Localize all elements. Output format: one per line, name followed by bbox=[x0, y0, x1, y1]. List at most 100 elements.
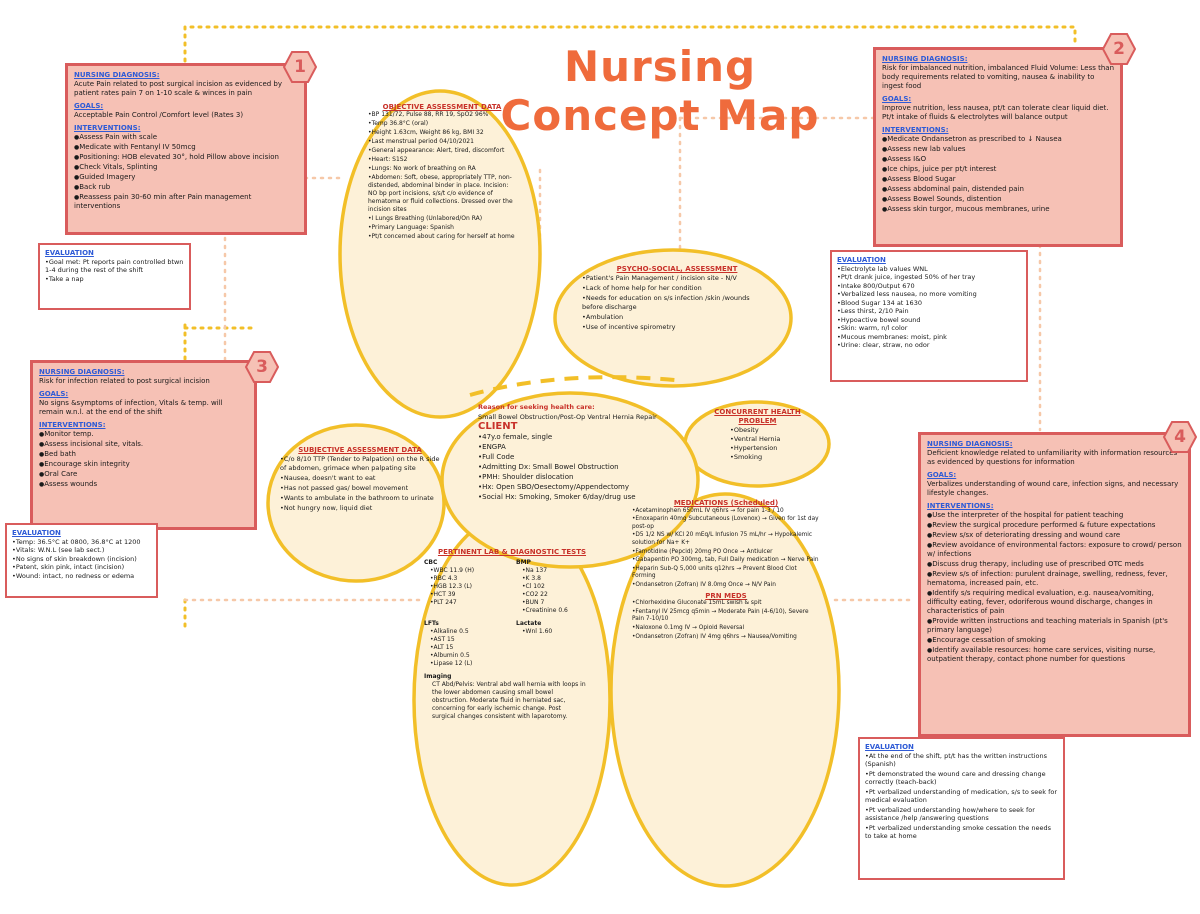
med-item: Gabapentin PO 300mg, tab, Full Daily med… bbox=[632, 557, 820, 565]
lfts-item: Alkaline 0.5 bbox=[430, 628, 508, 636]
dx1-intervention: Medicate with Fentanyl IV 50mcg bbox=[74, 143, 298, 152]
client-item: Hx: Open SBO/Oesectomy/Appendectomy bbox=[478, 482, 674, 492]
dx1-intervention: Check Vitals, Splinting bbox=[74, 163, 298, 172]
med-item: Ondansetron (Zofran) IV 8.0mg Once → N/V… bbox=[632, 582, 820, 590]
dx2-intervention: Assess skin turgor, mucous membranes, ur… bbox=[882, 205, 1114, 214]
dx3-intervention: Bed bath bbox=[39, 450, 248, 459]
objective-item: BP 131/72, Pulse 88, RR 19, SpO2 96% bbox=[368, 111, 516, 119]
client-title: CLIENT bbox=[478, 421, 518, 432]
dx2-goals: Improve nutrition, less nausea, pt/t can… bbox=[882, 104, 1109, 121]
dx3-interventions-label: INTERVENTIONS: bbox=[39, 421, 106, 429]
client-item: Full Code bbox=[478, 452, 674, 462]
imaging-label: Imaging bbox=[424, 673, 452, 680]
concurrent-item: Smoking bbox=[730, 453, 815, 462]
objective-item: Last menstrual period 04/10/2021 bbox=[368, 138, 516, 146]
dx4-evaluation-item: Pt verbalized understanding of medicatio… bbox=[865, 788, 1058, 805]
cbc-item: WBC 11.9 (H) bbox=[430, 567, 508, 575]
concurrent-item: Hypertension bbox=[730, 444, 815, 453]
number-3-label: 3 bbox=[256, 357, 268, 377]
dx4-interventions-label: INTERVENTIONS: bbox=[927, 502, 994, 510]
subjective-content: SUBJECTIVE ASSESSMENT DATA C/o 8/10 TTP … bbox=[280, 446, 440, 556]
dx1-goals: Acceptable Pain Control /Comfort level (… bbox=[74, 111, 244, 119]
psych-item: Ambulation bbox=[582, 313, 772, 322]
dx2-evaluation-item: Pt/t drank juice, ingested 50% of her tr… bbox=[837, 273, 1021, 282]
imaging-text: CT Abd/Pelvis: Ventral abd wall hernia w… bbox=[432, 681, 586, 720]
dx4-intervention: Provide written instructions and teachin… bbox=[927, 617, 1182, 635]
subjective-item: Wants to ambulate in the bathroom to uri… bbox=[280, 494, 440, 503]
dx1-intervention: Assess Pain with scale bbox=[74, 133, 298, 142]
labs-title: PERTINENT LAB & DIAGNOSTIC TESTS bbox=[437, 548, 587, 556]
concurrent-item: Ventral Hernia bbox=[730, 435, 815, 444]
dx2-intervention: Medicate Ondansetron as prescribed to ↓ … bbox=[882, 135, 1114, 144]
client-content: Reason for seeking health care: Small Bo… bbox=[478, 402, 674, 552]
dx4-evaluation-item: At the end of the shift, pt/t has the wr… bbox=[865, 752, 1058, 769]
psych-title: PSYCHO-SOCIAL, ASSESSMENT bbox=[616, 265, 738, 273]
dx3-evaluation-label: EVALUATION bbox=[12, 529, 61, 537]
objective-assessment-content: OBJECTIVE ASSESSMENT DATA BP 131/72, Pul… bbox=[368, 103, 516, 403]
bmp-item: Na 137 bbox=[522, 567, 600, 575]
subjective-item: C/o 8/10 TTP (Tender to Palpation) on th… bbox=[280, 455, 440, 473]
dx3-intervention: Monitor temp. bbox=[39, 430, 248, 439]
nursing-diagnosis-2-box: NURSING DIAGNOSIS: Risk for imbalanced n… bbox=[873, 47, 1123, 247]
objective-item: Lungs: No work of breathing on RA bbox=[368, 165, 516, 173]
client-dashed-arc bbox=[469, 375, 676, 397]
prn-item: Chlorhexidine Gluconate 15mL swish & spi… bbox=[632, 600, 820, 608]
dx4-evaluation-item: Pt verbalized understanding smoke cessat… bbox=[865, 824, 1058, 841]
objective-item: Primary Language: Spanish bbox=[368, 224, 516, 232]
dx4-intervention: Review avoidance of environmental factor… bbox=[927, 541, 1182, 559]
client-item: Admitting Dx: Small Bowel Obstruction bbox=[478, 462, 674, 472]
number-badge-4: 4 bbox=[1162, 420, 1198, 454]
psych-item: Needs for education on s/s infection /sk… bbox=[582, 294, 772, 312]
psych-item: Lack of home help for her condition bbox=[582, 284, 772, 293]
nursing-diagnosis-3-box: NURSING DIAGNOSIS: Risk for infection re… bbox=[30, 360, 257, 530]
dx3-diagnosis-label: NURSING DIAGNOSIS: bbox=[39, 368, 125, 376]
dx1-evaluation-item: Take a nap bbox=[45, 275, 184, 284]
concurrent-item: Obesity bbox=[730, 426, 815, 435]
number-2-label: 2 bbox=[1113, 39, 1125, 59]
dx2-intervention: Ice chips, juice per pt/t interest bbox=[882, 165, 1114, 174]
dx2-evaluation-item: Verbalized less nausea, no more vomiting bbox=[837, 290, 1021, 299]
client-item: Social Hx: Smoking, Smoker 6/day/drug us… bbox=[478, 492, 674, 502]
psychosocial-content: PSYCHO-SOCIAL, ASSESSMENT Patient's Pain… bbox=[582, 265, 772, 375]
dx2-goals-label: GOALS: bbox=[882, 95, 912, 103]
prn-label: PRN MEDS bbox=[705, 591, 747, 600]
dx3-evaluation-item: Vitals: W.N.L (see lab sect.) bbox=[12, 546, 151, 555]
lfts-item: ALT 15 bbox=[430, 644, 508, 652]
lfts-item: AST 15 bbox=[430, 636, 508, 644]
dx1-evaluation-label: EVALUATION bbox=[45, 249, 94, 257]
dx3-evaluation-item: Patent, skin pink, intact (incision) bbox=[12, 563, 151, 572]
bmp-item: Cl 102 bbox=[522, 583, 600, 591]
bmp-item: Creatinine 0.6 bbox=[522, 607, 600, 615]
dx4-intervention: Identify s/s requiring medical evaluatio… bbox=[927, 589, 1182, 616]
number-1-label: 1 bbox=[294, 57, 306, 77]
nursing-diagnosis-1-box: NURSING DIAGNOSIS: Acute Pain related to… bbox=[65, 63, 307, 235]
dx3-goals: No signs &symptoms of infection, Vitals … bbox=[39, 399, 223, 416]
dx2-intervention: Assess Blood Sugar bbox=[882, 175, 1114, 184]
client-reason: Small Bowel Obstruction/Post-Op Ventral … bbox=[478, 413, 657, 421]
client-item: ENGPA bbox=[478, 442, 674, 452]
dx2-evaluation-label: EVALUATION bbox=[837, 256, 886, 264]
dx4-intervention: Discuss drug therapy, including use of p… bbox=[927, 560, 1182, 569]
med-item: Heparin Sub-Q 5,000 units q12hrs → Preve… bbox=[632, 566, 820, 581]
dx2-intervention: Assess abdominal pain, distended pain bbox=[882, 185, 1114, 194]
dx4-intervention: Identify available resources: home care … bbox=[927, 646, 1182, 664]
lfts-item: Albumin 0.5 bbox=[430, 652, 508, 660]
lfts-label: LFTs bbox=[424, 620, 439, 627]
med-item: D5 1/2 NS w/ KCl 20 mEq/L Infusion 75 mL… bbox=[632, 532, 820, 547]
meds-title: MEDICATIONS (Scheduled) bbox=[673, 499, 779, 507]
dx2-intervention: Assess Bowel Sounds, distention bbox=[882, 195, 1114, 204]
bmp-item: BUN 7 bbox=[522, 599, 600, 607]
dx2-evaluation-item: Hypoactive bowel sound bbox=[837, 316, 1021, 325]
subjective-title: SUBJECTIVE ASSESSMENT DATA bbox=[298, 446, 422, 454]
dx2-evaluation-item: Electrolyte lab values WNL bbox=[837, 265, 1021, 274]
dx2-interventions-list: Medicate Ondansetron as prescribed to ↓ … bbox=[882, 135, 1114, 214]
dx1-interventions-label: INTERVENTIONS: bbox=[74, 124, 141, 132]
dx1-goals-label: GOALS: bbox=[74, 102, 104, 110]
objective-item: I Lungs Breathing (Unlabored/On RA) bbox=[368, 215, 516, 223]
dx1-intervention: Reassess pain 30-60 min after Pain manag… bbox=[74, 193, 298, 211]
dx3-diagnosis: Risk for infection related to post surgi… bbox=[39, 377, 210, 385]
objective-item: Height 1.63cm, Weight 86 kg, BMI 32 bbox=[368, 129, 516, 137]
client-item: PMH: Shoulder dislocation bbox=[478, 472, 674, 482]
dx1-diagnosis: Acute Pain related to post surgical inci… bbox=[74, 80, 283, 97]
medications-content: MEDICATIONS (Scheduled) Acetaminophen 65… bbox=[632, 499, 820, 870]
